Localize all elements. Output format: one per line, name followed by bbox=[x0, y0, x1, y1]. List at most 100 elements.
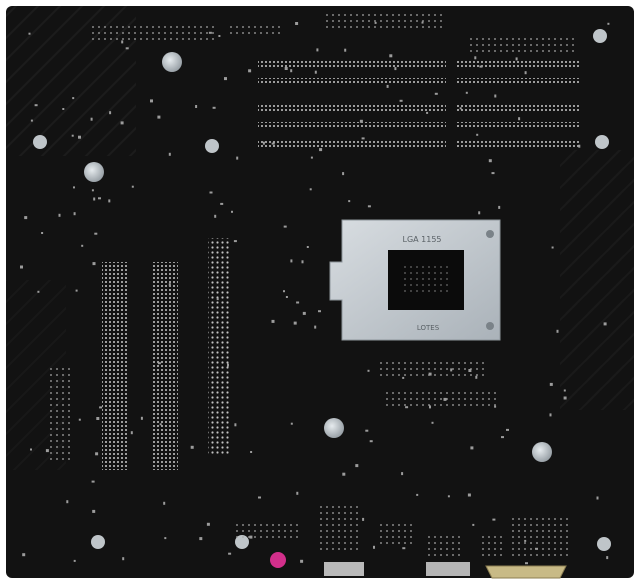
solder-point bbox=[374, 21, 377, 24]
solder-point bbox=[494, 405, 497, 408]
solder-point bbox=[402, 376, 405, 379]
solder-point bbox=[401, 472, 404, 476]
solder-point bbox=[428, 372, 432, 376]
solder-point bbox=[220, 202, 224, 205]
solder-point bbox=[218, 35, 221, 37]
screw-icon bbox=[532, 442, 552, 462]
solder-point bbox=[157, 115, 161, 119]
memory-slot-pins-left bbox=[258, 60, 446, 147]
solder-point bbox=[318, 310, 321, 313]
solder-point bbox=[236, 156, 239, 160]
solder-point bbox=[258, 496, 261, 499]
solder-point bbox=[157, 362, 161, 365]
solder-point bbox=[342, 172, 345, 176]
solder-point bbox=[348, 200, 351, 203]
screw-hole-icon bbox=[595, 135, 609, 149]
solder-point bbox=[168, 152, 171, 156]
solder-point bbox=[416, 493, 419, 496]
bracket-screw-top-right bbox=[486, 230, 494, 238]
solder-point bbox=[92, 262, 96, 266]
solder-point bbox=[30, 448, 32, 451]
solder-point bbox=[362, 517, 365, 521]
solder-point bbox=[262, 141, 265, 145]
solder-point bbox=[290, 69, 293, 73]
solder-point bbox=[37, 290, 40, 293]
screw-hole-icon bbox=[235, 535, 249, 549]
solder-point bbox=[309, 188, 312, 191]
audio-jack-icon bbox=[270, 552, 286, 568]
solder-point bbox=[58, 213, 61, 217]
solder-point bbox=[131, 185, 134, 188]
solder-point bbox=[72, 97, 75, 100]
solder-point bbox=[71, 134, 74, 137]
solder-point bbox=[606, 556, 609, 560]
bracket-screw-bottom-right bbox=[486, 322, 494, 330]
solder-point bbox=[22, 553, 26, 557]
screw-hole-icon bbox=[593, 29, 607, 43]
screw-hole-icon bbox=[33, 135, 47, 149]
solder-point bbox=[344, 48, 347, 52]
solder-point bbox=[250, 451, 253, 453]
solder-point bbox=[467, 493, 471, 497]
solder-point bbox=[96, 417, 100, 420]
solder-point bbox=[302, 311, 306, 315]
solder-point bbox=[296, 301, 300, 304]
solder-point bbox=[91, 189, 94, 192]
solder-point bbox=[271, 142, 275, 145]
solder-point bbox=[551, 246, 554, 249]
solder-point bbox=[199, 537, 203, 541]
solder-point bbox=[434, 92, 438, 95]
solder-point bbox=[41, 232, 44, 234]
solder-point bbox=[214, 214, 217, 218]
solder-point bbox=[447, 495, 450, 498]
solder-point bbox=[73, 186, 75, 189]
solder-point bbox=[314, 70, 317, 74]
solder-point bbox=[295, 22, 299, 25]
solder-point bbox=[99, 406, 103, 409]
solder-point bbox=[426, 111, 429, 114]
solder-point bbox=[300, 559, 304, 563]
solder-point bbox=[342, 472, 346, 476]
solder-point bbox=[525, 562, 528, 565]
solder-point bbox=[394, 67, 397, 71]
solder-point bbox=[478, 211, 481, 215]
solder-point bbox=[208, 31, 212, 34]
solder-point bbox=[535, 547, 538, 550]
solder-point bbox=[109, 111, 112, 115]
solder-point bbox=[494, 94, 497, 98]
solder-point bbox=[163, 501, 166, 505]
solder-point bbox=[92, 509, 96, 513]
solder-point bbox=[472, 523, 475, 526]
solder-point bbox=[470, 446, 474, 450]
pcb-board bbox=[6, 6, 634, 578]
solder-point bbox=[501, 436, 504, 439]
solder-point bbox=[224, 77, 227, 81]
solder-point bbox=[248, 69, 252, 73]
solder-point bbox=[355, 464, 359, 468]
solder-point bbox=[34, 104, 38, 107]
solder-point bbox=[94, 232, 98, 235]
screw-icon bbox=[324, 418, 344, 438]
solder-point bbox=[121, 40, 124, 44]
solder-point bbox=[209, 191, 213, 194]
memory-slot-pins-right bbox=[456, 60, 580, 147]
solder-point bbox=[450, 368, 453, 372]
solder-point bbox=[389, 54, 393, 58]
solder-point bbox=[361, 137, 365, 140]
solder-point bbox=[596, 496, 599, 500]
solder-point bbox=[73, 212, 76, 216]
solder-point bbox=[284, 67, 288, 70]
solder-point bbox=[563, 389, 566, 392]
solder-point bbox=[518, 117, 521, 121]
solder-point bbox=[66, 500, 69, 504]
solder-point bbox=[491, 172, 495, 175]
solder-point bbox=[314, 325, 317, 329]
solder-point bbox=[359, 119, 363, 123]
solder-point bbox=[120, 121, 124, 125]
rear-io-connectors bbox=[236, 504, 568, 579]
bracket-label-bottom: LOTES bbox=[417, 324, 440, 332]
solder-point bbox=[402, 547, 406, 550]
solder-point bbox=[498, 205, 501, 209]
solder-point bbox=[290, 259, 293, 263]
solder-point bbox=[365, 429, 369, 432]
